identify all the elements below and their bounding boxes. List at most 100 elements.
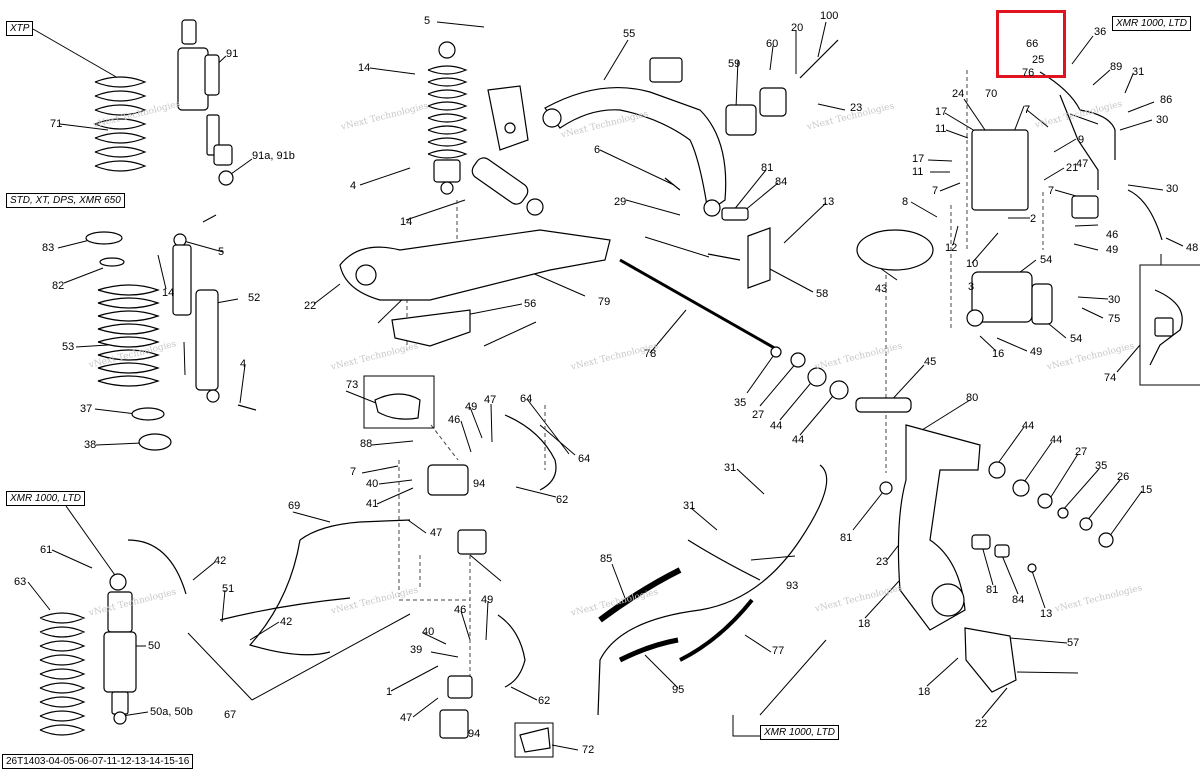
callout: 46 (1106, 229, 1119, 241)
bearing-44c (988, 461, 1006, 479)
callout: 21 (1066, 162, 1079, 174)
callout: 62 (538, 695, 551, 707)
pivot-shaft (471, 157, 544, 216)
callout: 22 (975, 718, 988, 730)
callout: 29 (614, 196, 627, 208)
callout: 31 (1132, 66, 1145, 78)
bushing-84b (994, 544, 1010, 558)
callout: 44 (1022, 420, 1035, 432)
callout: 79 (598, 296, 611, 308)
callout: 30 (1166, 183, 1179, 195)
callout: 86 (1160, 94, 1173, 106)
callout: 23 (876, 556, 889, 568)
callout: 7 (1024, 104, 1031, 116)
detail-72 (519, 727, 551, 753)
callout: 31 (724, 462, 737, 474)
skid-plate-56 (391, 309, 471, 347)
hose-85 (598, 567, 682, 623)
shock-absorber-50 (103, 539, 187, 725)
callout: 55 (623, 28, 636, 40)
bushing-84 (721, 207, 749, 221)
a-arm-79 (339, 229, 611, 301)
mount-block (649, 57, 683, 83)
callout: 47 (1076, 158, 1089, 170)
callout: 5 (424, 15, 431, 27)
callout: 81 (840, 532, 853, 544)
callout: 88 (360, 438, 373, 450)
callout: 42 (214, 555, 227, 567)
callout: 61 (40, 544, 53, 556)
callout: 70 (985, 88, 998, 100)
bearing-44b (829, 380, 849, 400)
cross-shaft-78 (619, 258, 779, 352)
callout: 91a, 91b (252, 150, 295, 162)
callout: 18 (858, 618, 871, 630)
bolt-6b (707, 253, 741, 261)
hose-77 (679, 598, 754, 662)
callout: 50 (148, 640, 161, 652)
callout: 40 (422, 626, 435, 638)
line-48 (1127, 189, 1163, 241)
callout: 14 (162, 287, 175, 299)
callout: 18 (918, 686, 931, 698)
manifold-b (447, 675, 473, 699)
valve-46 (1071, 195, 1099, 219)
bushing-block-59 (725, 104, 757, 136)
callout: 46 (448, 414, 461, 426)
callout: 38 (84, 439, 97, 451)
detail-74-block (1154, 317, 1174, 337)
callout: 9 (1078, 134, 1085, 146)
callout: 47 (430, 527, 443, 539)
callout: 10 (966, 258, 979, 270)
reference-code: 26T1403-04-05-06-07-11-12-13-14-15-16 (2, 754, 194, 769)
callout: 12 (945, 242, 958, 254)
shock-absorber-91 (177, 19, 234, 186)
spring-coil-53 (85, 231, 172, 451)
line-69 (299, 519, 411, 541)
callout: 7 (1048, 185, 1055, 197)
spring-coil-63 (39, 612, 86, 736)
bushing-block-60 (759, 87, 787, 117)
callout: 17 (935, 106, 948, 118)
callout: 30 (1156, 114, 1169, 126)
callout: 22 (304, 300, 317, 312)
line-49b (497, 614, 526, 688)
highlight-box (996, 10, 1066, 78)
hose-95 (618, 637, 679, 663)
callout: 40 (366, 478, 379, 490)
callout: 53 (62, 341, 75, 353)
callout: 13 (1040, 608, 1053, 620)
hose-77-93 (597, 464, 828, 716)
callout: 63 (14, 576, 27, 588)
bracket-70 (971, 129, 1029, 211)
bolt-6 (664, 177, 681, 191)
callout: 15 (1140, 484, 1153, 496)
callout: 54 (1070, 333, 1083, 345)
callout: 46 (454, 604, 467, 616)
bushing-81b (971, 534, 991, 550)
callout: 20 (791, 22, 804, 34)
bracket-58 (747, 227, 771, 289)
callout: 6 (594, 144, 601, 156)
callout: 11 (912, 166, 924, 178)
washer-35 (770, 346, 782, 358)
pump-end-54 (1031, 283, 1053, 325)
callout: 94 (473, 478, 486, 490)
callout: 51 (222, 583, 235, 595)
callout: 7 (350, 466, 357, 478)
callout: 35 (1095, 460, 1108, 472)
washer-35b (1057, 507, 1069, 519)
nut-26 (1079, 517, 1093, 531)
callout: 16 (992, 348, 1005, 360)
callout: 24 (952, 88, 965, 100)
callout: 56 (524, 298, 537, 310)
callout: 67 (224, 709, 237, 721)
link-bracket (487, 85, 529, 151)
callout: 91 (226, 48, 239, 60)
callout: 74 (1104, 372, 1117, 384)
callout: 17 (912, 153, 925, 165)
callout: 41 (366, 498, 379, 510)
callout: 49 (465, 401, 478, 413)
